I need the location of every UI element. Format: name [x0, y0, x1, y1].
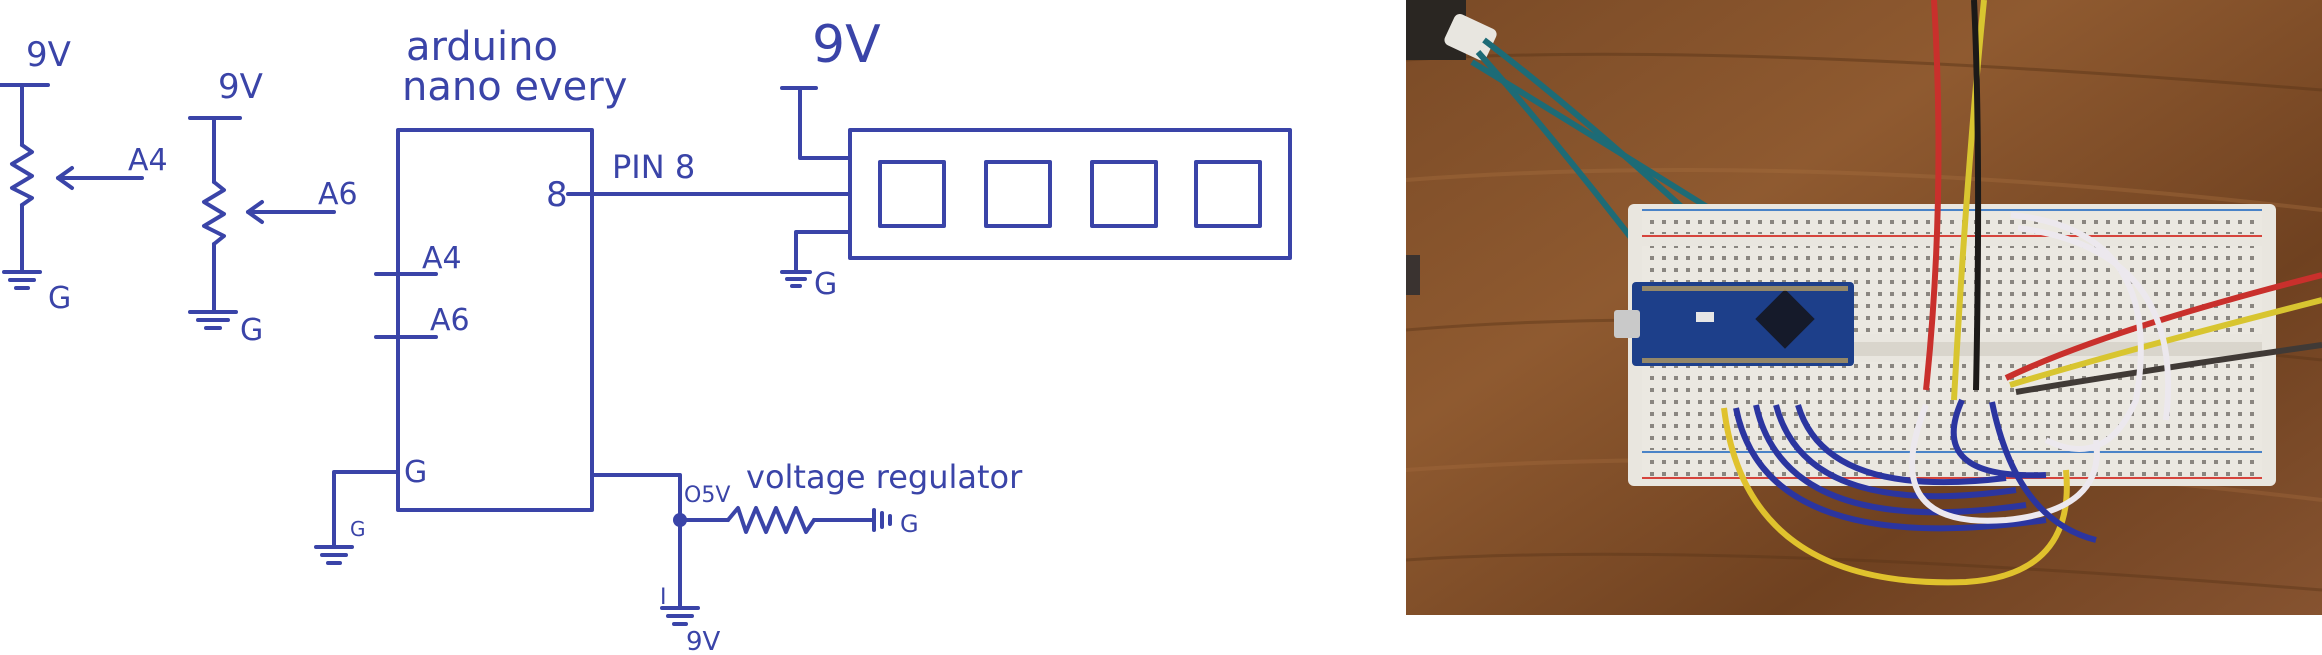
led-segment: [1090, 160, 1158, 228]
pot1-ground-icon: [2, 270, 42, 290]
regulator-coil: [726, 506, 816, 534]
regulator-ground-icon: [872, 508, 892, 532]
led-segment: [984, 160, 1052, 228]
pot1-pin-label: A4: [128, 143, 168, 178]
usb-port-icon: [1614, 310, 1640, 338]
arduino-title-line2: nano every: [402, 64, 627, 110]
jumper-wire-icon: [1923, 0, 1942, 391]
arduino-nano-board-icon: [1614, 282, 1854, 366]
pot1-supply-label: 9V: [26, 35, 71, 75]
potentiometer-a6: 9V G A6: [188, 67, 358, 348]
regulator-out-label: O5V: [684, 483, 730, 508]
pot2-supply-label: 9V: [218, 67, 263, 107]
circuit-schematic: 9V G A4 9V G A6 arduino n: [0, 15, 1292, 655]
arduino-pin-8-label: 8: [546, 175, 568, 215]
pin8-wire-label: PIN 8: [612, 148, 695, 186]
pot2-resistor: [202, 180, 226, 246]
led-strip: 9V G: [780, 15, 1292, 302]
regulator-in-label: I: [660, 585, 667, 610]
breadboard-photo-illustration: [1406, 0, 2322, 615]
barrel-connector-icon: [1406, 0, 1497, 61]
regulator-in-supply-label: 9V: [686, 627, 721, 655]
led-strip-supply-label: 9V: [812, 15, 881, 75]
regulator-in-ground-icon: [660, 606, 700, 626]
led-segment: [1194, 160, 1262, 228]
led-segment: [878, 160, 946, 228]
voltage-regulator: O5V voltage regulator G I 9V: [590, 458, 1023, 655]
arduino-nano-every: arduino nano every 8 A4 A6 G G: [314, 24, 627, 565]
pot2-ground-label: G: [240, 313, 263, 348]
pot2-pin-label: A6: [318, 177, 358, 212]
regulator-label: voltage regulator: [746, 458, 1023, 496]
arduino-body: [396, 128, 594, 512]
arduino-ground-icon: [314, 545, 354, 565]
arduino-pin-a4-label: A4: [422, 241, 462, 276]
arduino-ground-label: G: [350, 517, 366, 541]
pot1-ground-label: G: [48, 281, 71, 316]
pin8-signal-wire: PIN 8: [590, 148, 852, 196]
arduino-pin-g-label: G: [404, 455, 427, 490]
led-strip-ground-icon: [780, 270, 812, 288]
regulator-ground-label: G: [900, 510, 919, 538]
pot1-resistor: [10, 143, 34, 207]
arduino-title-line1: arduino: [406, 24, 558, 70]
breadboard-photo: [1406, 0, 2322, 615]
potentiometer-a4: 9V G A4: [0, 35, 168, 316]
led-strip-body: [848, 128, 1292, 260]
arduino-pin-a6-label: A6: [430, 303, 470, 338]
pot2-ground-icon: [188, 310, 238, 330]
led-strip-ground-label: G: [814, 267, 837, 302]
